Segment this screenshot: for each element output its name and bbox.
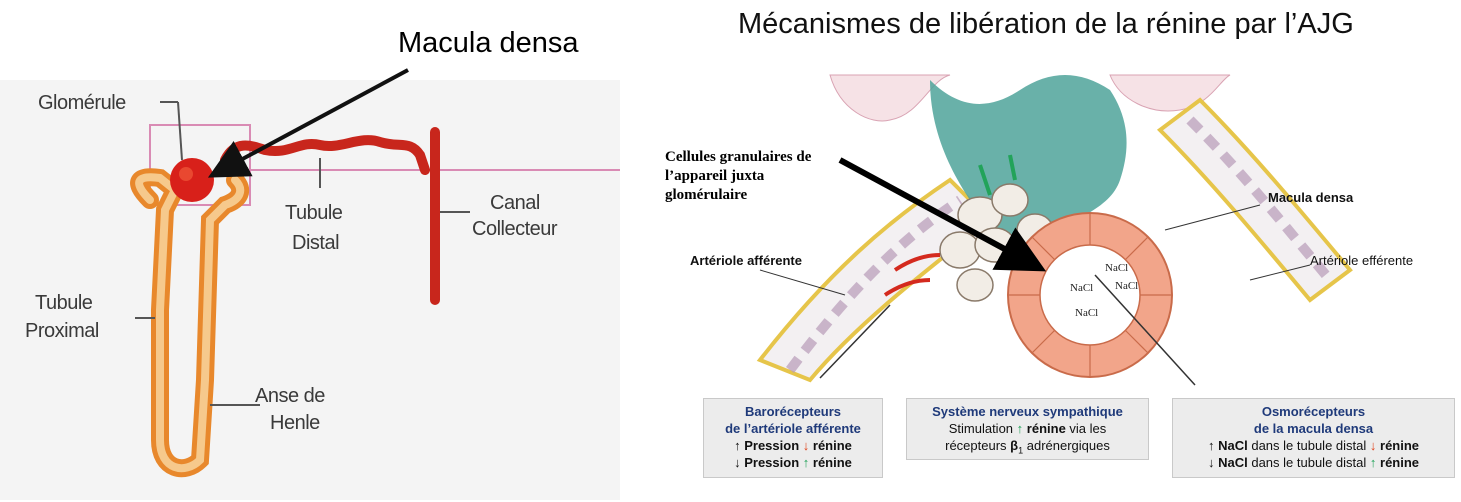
osmo-line-2: ↓ NaCl dans le tubule distal ↑ rénine: [1207, 455, 1420, 470]
osmo-heading-2: de la macula densa: [1253, 421, 1374, 436]
nephron-illustration: [130, 101, 620, 478]
label-canal-1: Canal: [490, 192, 540, 214]
label-tubule-distal-1: Tubule: [285, 202, 343, 224]
nacl-label-4: NaCl: [1075, 307, 1099, 319]
macula-densa-callout: Macula densa: [398, 27, 579, 59]
symp-line-2: récepteurs β1 adrénergiques: [945, 438, 1110, 456]
label-tubule-proximal-1: Tubule: [35, 292, 93, 314]
nacl-label-3: NaCl: [1115, 280, 1139, 292]
baroreceptors-box: Barorécepteurs de l’artériole afférente …: [703, 398, 883, 478]
label-glomerule: Glomérule: [38, 92, 126, 114]
label-cellules-3: glomérulaire: [665, 187, 748, 203]
page-title: Mécanismes de libération de la rénine pa…: [738, 8, 1354, 40]
label-arteriole-afferente: Artériole afférente: [690, 253, 802, 268]
label-tubule-proximal-2: Proximal: [25, 320, 99, 342]
label-canal-2: Collecteur: [472, 218, 558, 240]
symp-line-1: Stimulation ↑ rénine via les: [948, 421, 1107, 436]
osmo-line-1: ↑ NaCl dans le tubule distal ↓ rénine: [1207, 438, 1420, 453]
label-arteriole-efferente: Artériole efférente: [1310, 253, 1414, 268]
symp-heading: Système nerveux sympathique: [932, 404, 1123, 419]
label-anse-1: Anse de: [255, 385, 325, 407]
osmoreceptors-box: Osmorécepteurs de la macula densa ↑ NaCl…: [1172, 398, 1455, 478]
nephron-diagram-panel: Glomérule Tubule Distal Canal Collecteur…: [0, 80, 620, 500]
nacl-label-2: NaCl: [1070, 282, 1094, 294]
label-tubule-distal-2: Distal: [292, 232, 340, 254]
osmo-heading-1: Osmorécepteurs: [1261, 404, 1366, 419]
label-cellules-2: l’appareil juxta: [665, 168, 765, 184]
baro-line-1: ↑ Pression ↓ rénine: [734, 438, 852, 453]
baro-heading-1: Barorécepteurs: [744, 404, 842, 419]
label-macula-densa: Macula densa: [1268, 190, 1354, 205]
sympathetic-box: Système nerveux sympathique Stimulation …: [906, 398, 1149, 460]
juxtaglomerular-illustration: [750, 70, 1353, 390]
baro-line-2: ↓ Pression ↑ rénine: [734, 455, 852, 470]
baro-heading-2: de l’artériole afférente: [725, 421, 861, 436]
callout-arrow: [207, 68, 409, 178]
nacl-label-1: NaCl: [1105, 262, 1129, 274]
label-cellules-1: Cellules granulaires de: [665, 149, 812, 165]
label-anse-2: Henle: [270, 412, 320, 434]
